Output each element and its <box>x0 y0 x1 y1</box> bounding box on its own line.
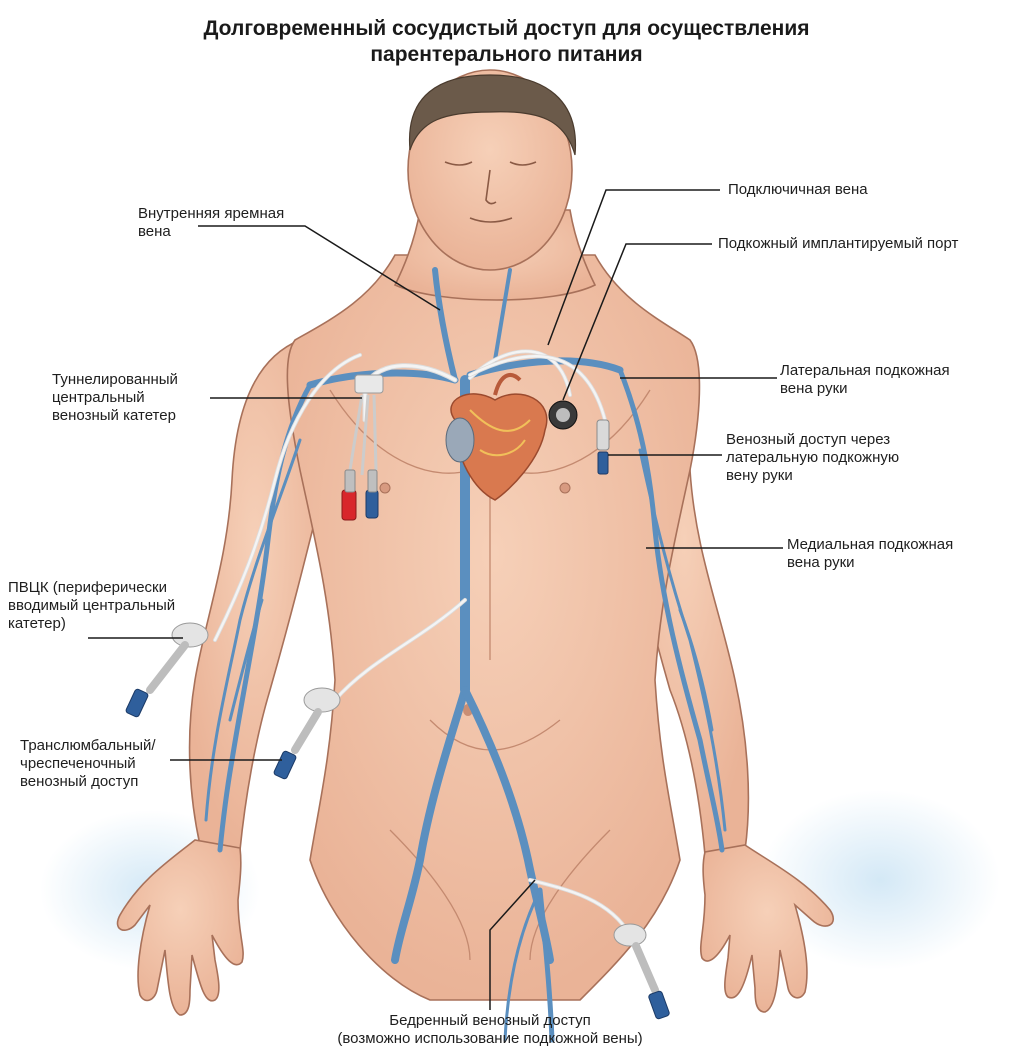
label-tunneled-catheter: Туннелированный центральный венозный кат… <box>52 371 178 424</box>
tunneled-catheter-hub <box>341 374 384 521</box>
leader-internal-jugular <box>198 225 441 311</box>
label-picc: ПВЦК (периферически вводимый центральный… <box>8 579 176 632</box>
label-medial-saphenous-arm-vein: Медиальная подкожная вена руки <box>787 536 954 571</box>
left-nipple <box>379 482 391 494</box>
title-line-1: Долговременный сосудистый доступ для осу… <box>203 17 810 40</box>
implanted-port <box>548 400 578 430</box>
femoral-hub <box>613 923 670 1020</box>
leader-femoral <box>489 879 536 1010</box>
lateral-access-connector <box>596 419 610 475</box>
leader-implanted-port <box>562 243 712 401</box>
label-subclavian-vein: Подключичная вена <box>728 181 868 198</box>
title-line-2: парентерального питания <box>370 43 643 66</box>
label-internal-jugular-vein: Внутренняя яремная вена <box>138 205 285 240</box>
label-translumbar-access: Транслюмбальный/ чреспеченочный венозный… <box>20 737 156 790</box>
torso <box>286 254 701 1001</box>
translumbar-hub <box>273 687 341 780</box>
picc-hub <box>125 622 209 718</box>
label-lateral-venous-access: Венозный доступ через латеральную подкож… <box>726 431 900 484</box>
label-femoral-access: Бедренный венозный доступ (возможно испо… <box>337 1012 643 1047</box>
page-title: Долговременный сосудистый доступ для осу… <box>0 16 1013 68</box>
label-lateral-saphenous-arm-vein: Латеральная подкожная вена руки <box>780 362 950 397</box>
face <box>444 161 537 223</box>
left-hand <box>116 839 244 1016</box>
leader-subclavian <box>547 189 720 346</box>
left-arm <box>188 338 321 851</box>
hair <box>408 74 577 156</box>
leader-lines <box>88 189 783 1010</box>
right-nipple <box>559 482 571 494</box>
right-hand <box>699 844 835 1013</box>
heart <box>445 373 548 501</box>
label-implanted-port: Подкожный имплантируемый порт <box>718 235 959 252</box>
